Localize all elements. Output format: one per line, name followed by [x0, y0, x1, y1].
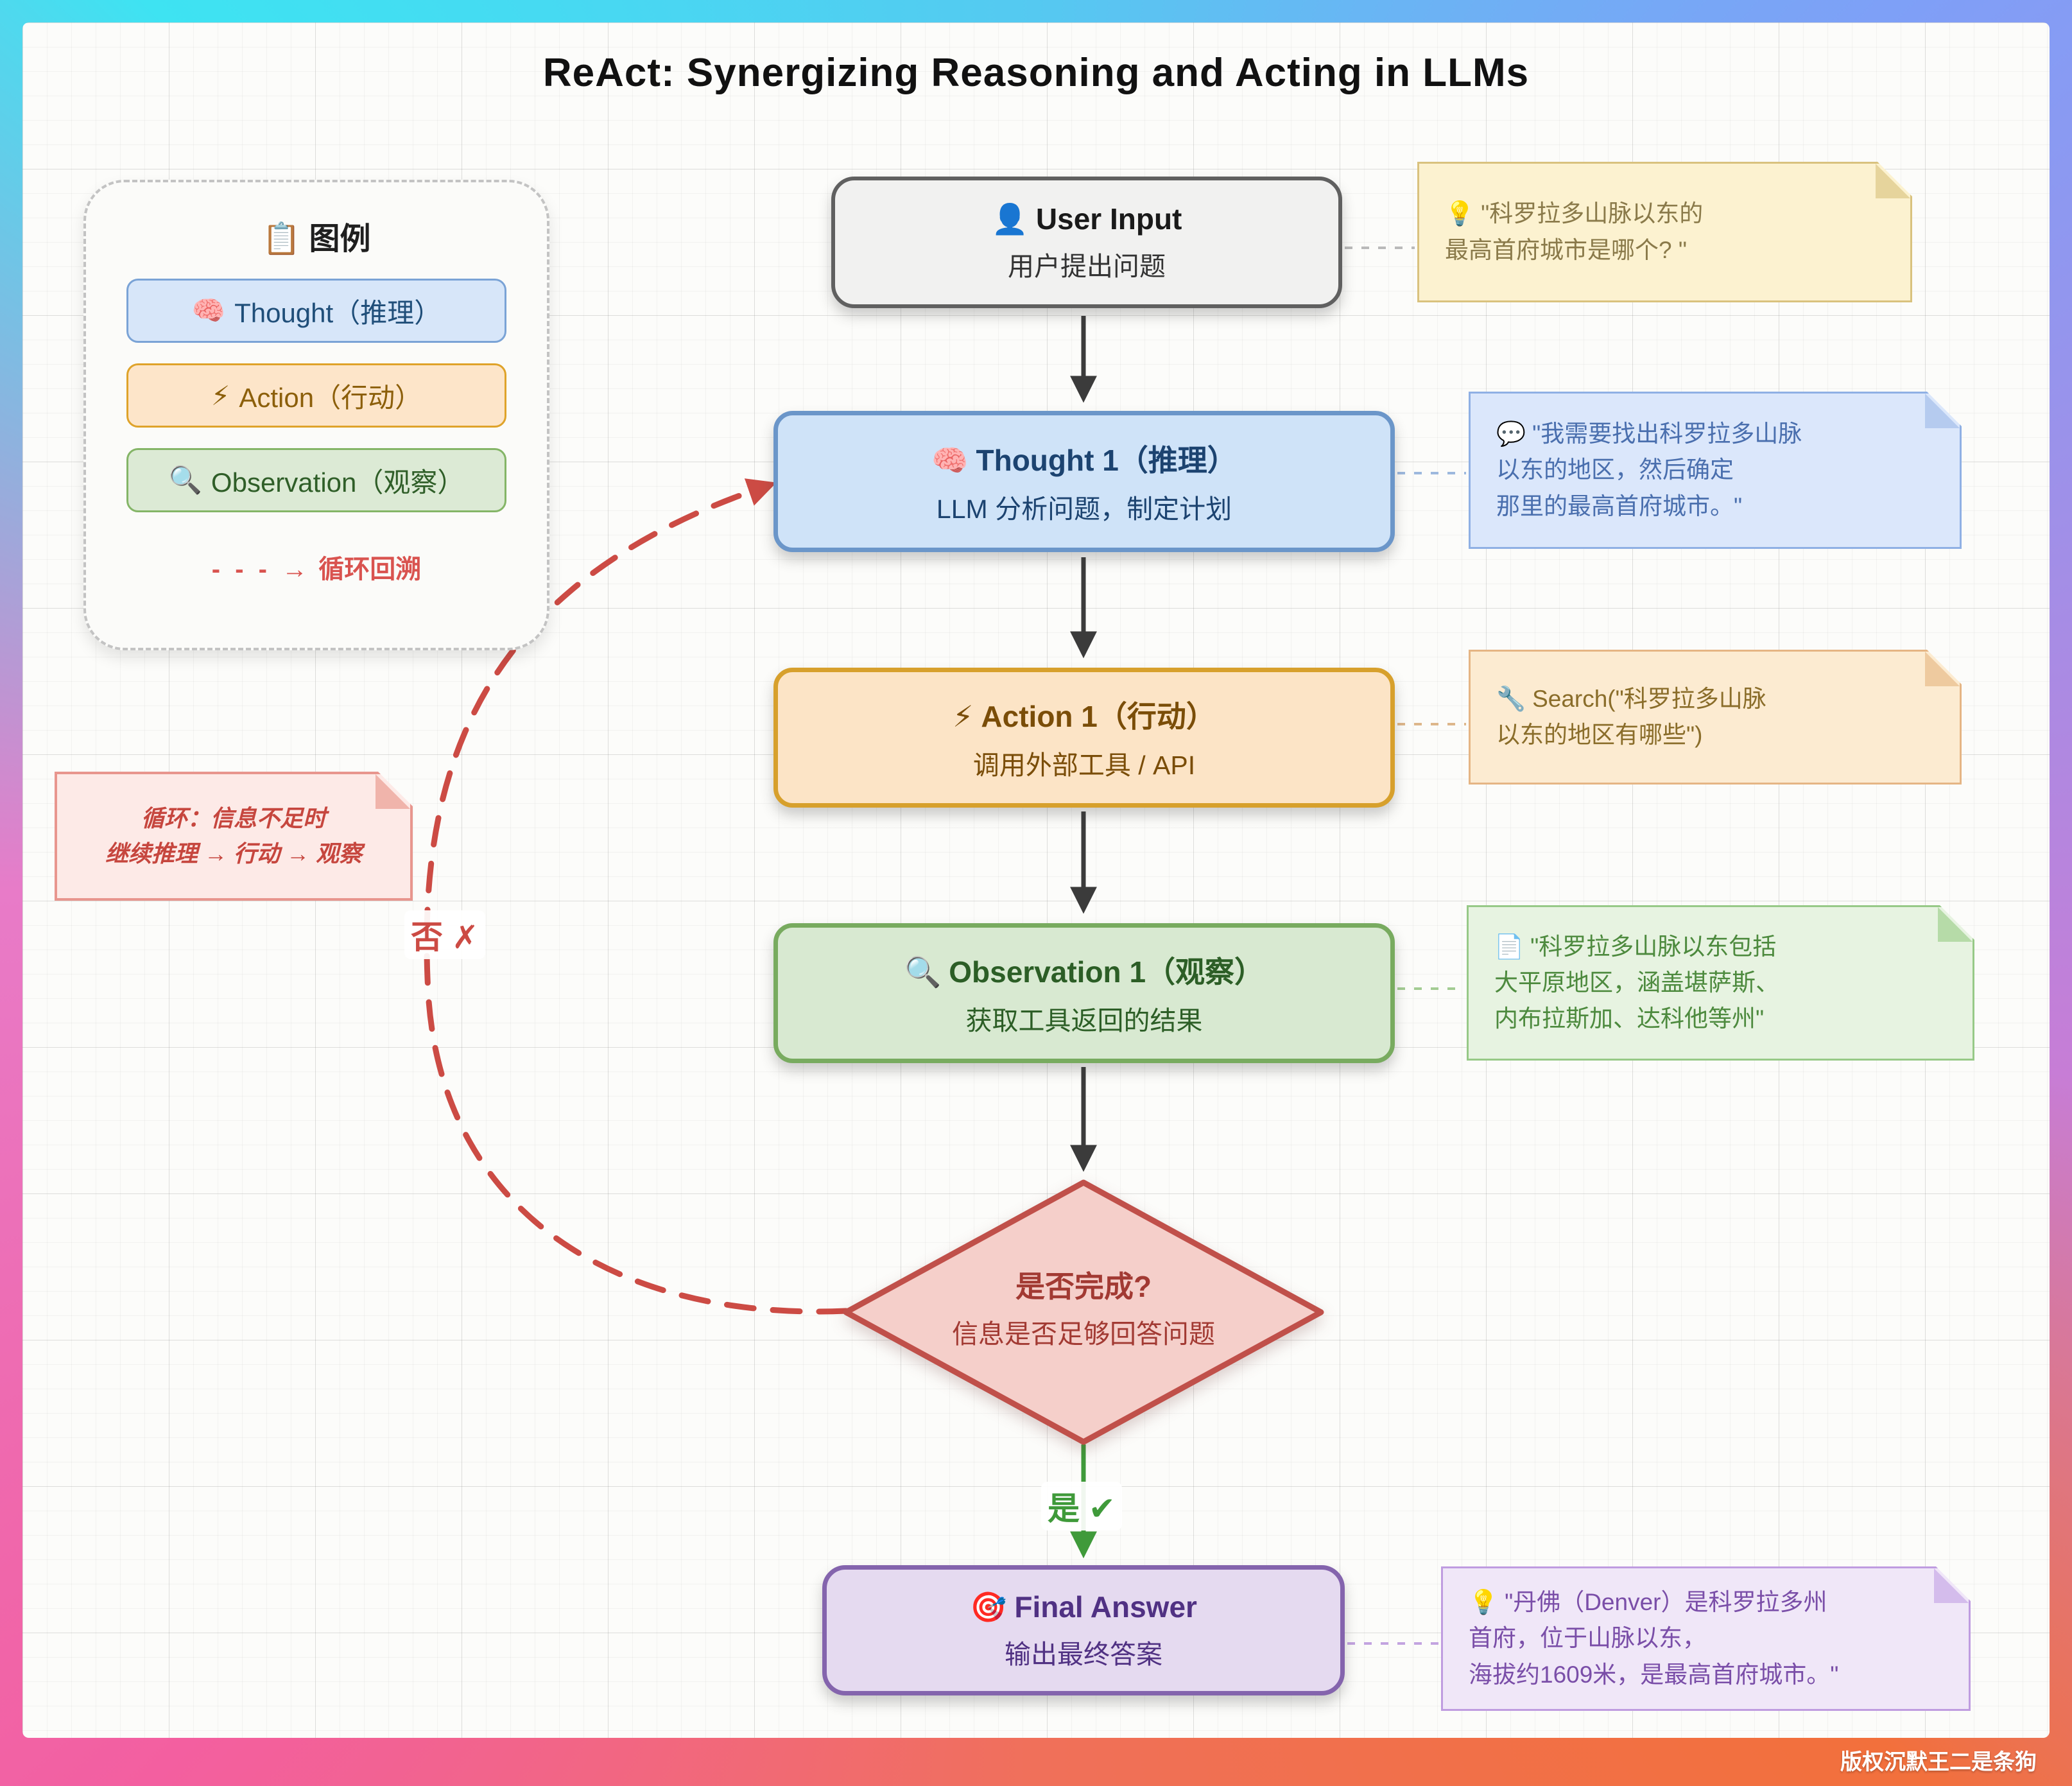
node-action-1: ⚡Action 1（行动） 调用外部工具 / API [773, 668, 1395, 808]
legend-item-observation: 🔍 Observation（观察） [126, 448, 506, 512]
loopback-curve [424, 478, 849, 1315]
wrench-icon: 🔧 [1496, 685, 1526, 712]
legend-item-label: Observation（观察） [211, 467, 465, 498]
bulb-icon: 💡 [1469, 1589, 1499, 1616]
watermark: 版权沉默王二是条狗 [1840, 1750, 2037, 1774]
note-user-question: 💡"科罗拉多山脉以东的 最高首府城市是哪个? " [1417, 162, 1912, 302]
note-action-detail: 🔧Search("科罗拉多山脉 以东的地区有哪些") [1469, 650, 1962, 785]
diagram-title: ReAct: Synergizing Reasoning and Acting … [542, 51, 1530, 95]
page-icon: 📄 [1494, 933, 1524, 960]
diagram-canvas: ReAct: Synergizing Reasoning and Acting … [22, 22, 2050, 1738]
node-final-answer: 🎯Final Answer 输出最终答案 [822, 1565, 1345, 1695]
note-thought-detail: 💬"我需要找出科罗拉多山脉 以东的地区，然后确定 那里的最高首府城市。" [1469, 392, 1962, 549]
dashed-arrow-icon: - - - → [211, 555, 312, 584]
edge-label-yes: 是 ✔ [1041, 1482, 1122, 1530]
note-loop-hint: 循环：信息不足时 继续推理 → 行动 → 观察 [55, 772, 413, 901]
legend-item-label: Thought（推理） [234, 297, 442, 328]
bulb-icon: 💡 [1445, 200, 1475, 227]
legend-loop-note: - - - → 循环回溯 [211, 555, 422, 584]
user-icon: 👤 [991, 202, 1028, 236]
node-user-input: 👤User Input 用户提出问题 [831, 177, 1342, 308]
magnifier-icon: 🔍 [168, 464, 202, 495]
node-decision: 是否完成? 信息是否足够回答问题 [952, 1270, 1215, 1349]
edge-label-no: 否 ✗ [404, 910, 485, 959]
magnifier-icon: 🔍 [904, 955, 942, 989]
target-icon: 🎯 [970, 1590, 1007, 1624]
note-final-detail: 💡"丹佛（Denver）是科罗拉多州 首府，位于山脉以东， 海拔约1609米，是… [1441, 1566, 1971, 1711]
lightning-icon: ⚡ [953, 700, 974, 733]
brain-icon: 🧠 [191, 295, 226, 325]
legend-item-action: ⚡ Action（行动） [126, 363, 506, 428]
brain-icon: 🧠 [931, 444, 969, 477]
node-thought-1: 🧠Thought 1（推理） LLM 分析问题，制定计划 [773, 411, 1395, 552]
speech-bubble-icon: 💬 [1496, 420, 1526, 447]
decision-diamond [843, 1179, 1324, 1445]
legend-item-label: Action（行动） [239, 382, 422, 413]
clipboard-icon: 📋 [262, 222, 301, 256]
legend-title: 📋 图例 [262, 222, 371, 256]
note-observation-detail: 📄"科罗拉多山脉以东包括 大平原地区，涵盖堪萨斯、 内布拉斯加、达科他等州" [1467, 905, 1974, 1061]
lightning-icon: ⚡ [211, 380, 230, 411]
legend-panel: 📋 图例 🧠 Thought（推理） ⚡ Action（行动） 🔍 Observ… [83, 180, 549, 650]
legend-item-thought: 🧠 Thought（推理） [126, 279, 506, 343]
node-observation-1: 🔍Observation 1（观察） 获取工具返回的结果 [773, 923, 1395, 1063]
